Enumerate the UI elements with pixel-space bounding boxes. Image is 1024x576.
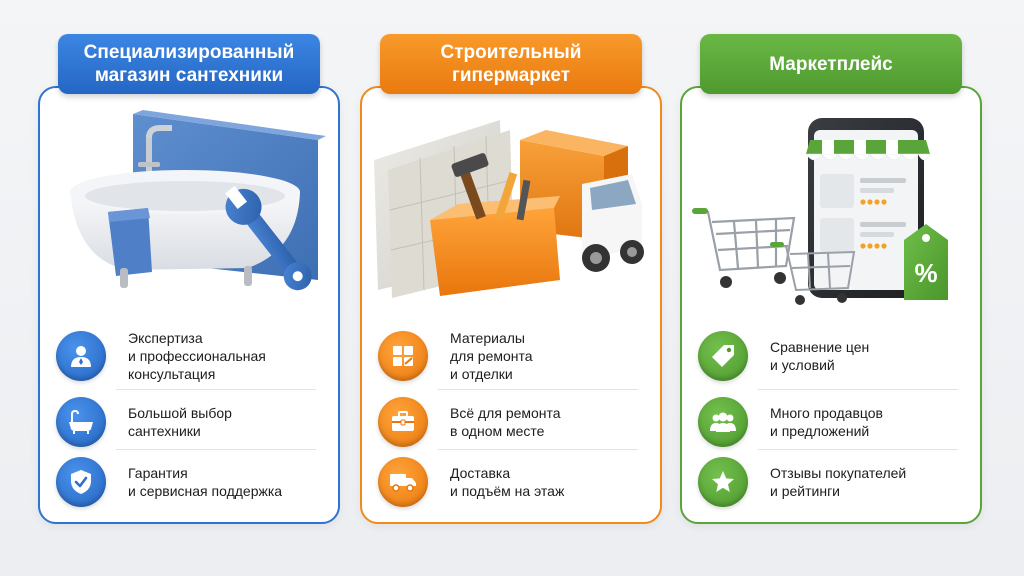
price-tag-icon [698, 331, 748, 381]
feature-materials: Материалы для ремонта и отделки [378, 326, 644, 386]
divider [438, 449, 638, 450]
marketplace-illustration: % [692, 118, 948, 305]
divider [758, 389, 958, 390]
feature-many-sellers: Много продавцов и предложений [698, 392, 964, 452]
feature-text: Гарантия и сервисная поддержка [128, 465, 283, 499]
feature-text: Материалы для ремонта и отделки [450, 330, 533, 382]
discount-tag-icon: % [904, 224, 948, 300]
feature-expertise: Экспертиза и профессиональная консультац… [56, 326, 322, 386]
divider [116, 389, 316, 390]
divider [438, 389, 638, 390]
feature-reviews: Отзывы покупателей и рейтинги [698, 452, 964, 512]
consultant-icon [56, 331, 106, 381]
feature-text: Отзывы покупателей и рейтинги [770, 465, 907, 499]
column-marketplace: Маркетплейс % [680, 0, 982, 576]
column-plumbing-store: Специализированный магазин сантехники [38, 0, 340, 576]
plumbing-store-title: Специализированный магазин сантехники [58, 34, 320, 94]
building-materials-illustration [374, 120, 644, 298]
shield-check-icon [56, 457, 106, 507]
feature-delivery: Доставка и подъём на этаж [378, 452, 644, 512]
feature-text: Экспертиза и профессиональная консультац… [128, 330, 266, 382]
feature-text: Большой выбор сантехники [128, 405, 232, 439]
truck-icon [378, 457, 428, 507]
feature-text: Доставка и подъём на этаж [450, 465, 565, 499]
people-icon [698, 397, 748, 447]
feature-one-stop: Всё для ремонта в одном месте [378, 392, 644, 452]
feature-text: Всё для ремонта в одном месте [450, 405, 561, 439]
star-icon [698, 457, 748, 507]
tiles-icon [378, 331, 428, 381]
feature-text: Много продавцов и предложений [770, 405, 883, 439]
bathtub-icon [56, 397, 106, 447]
marketplace-title: Маркетплейс [700, 34, 962, 94]
divider [116, 449, 316, 450]
feature-text: Сравнение цен и условий [770, 339, 870, 373]
bathtub-illustration [70, 110, 326, 291]
feature-assortment: Большой выбор сантехники [56, 392, 322, 452]
toolbox-icon [378, 397, 428, 447]
feature-warranty: Гарантия и сервисная поддержка [56, 452, 322, 512]
discount-tag-label: % [914, 258, 937, 288]
column-hypermarket: Строительный гипермаркет Материалы для [360, 0, 662, 576]
hypermarket-title: Строительный гипермаркет [380, 34, 642, 94]
feature-price-comparison: Сравнение цен и условий [698, 326, 964, 386]
divider [758, 449, 958, 450]
